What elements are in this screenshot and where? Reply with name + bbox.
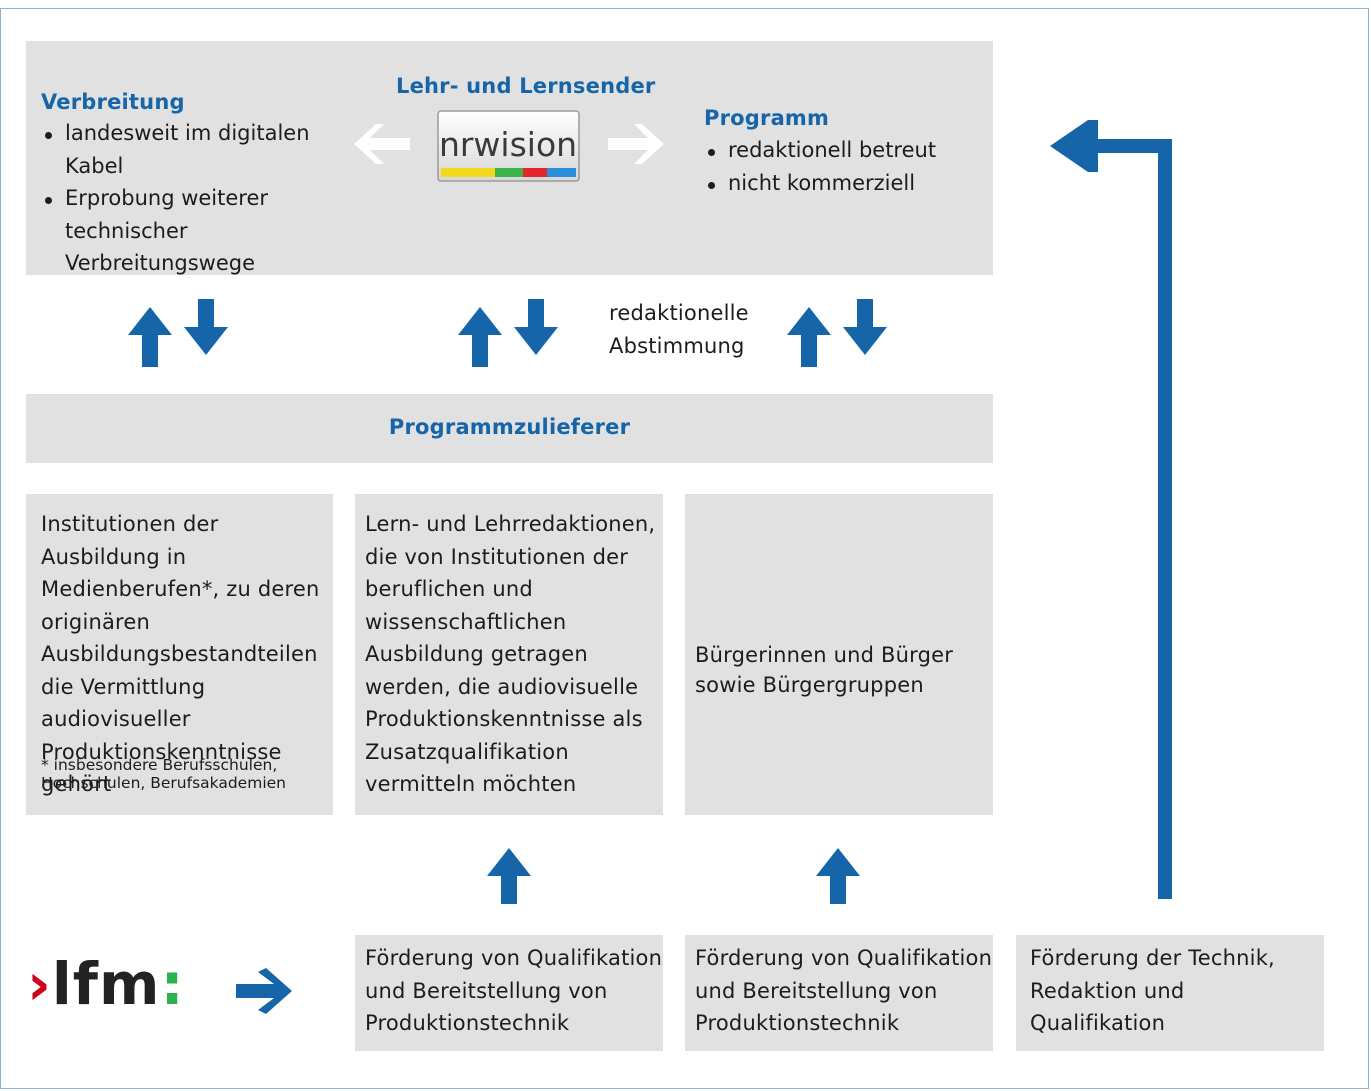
up-down-arrows-icon (458, 299, 558, 367)
programm-list: redaktionell betreut nicht kommerziell (704, 134, 984, 199)
up-down-arrows-icon (787, 299, 887, 367)
arrow-left-icon (354, 124, 410, 164)
supplier-text: Institutionen der Ausbildung in Medienbe… (41, 512, 320, 796)
supplier-box-lehrredaktionen (355, 494, 663, 815)
funding-text: Förderung von Qualifikation und Bereitst… (695, 946, 993, 1035)
programm-item: nicht kommerziell (704, 167, 984, 200)
supplier-text: Lern- und Lehrredaktionen, die von Insti… (365, 512, 656, 796)
up-down-arrows-icon (128, 299, 228, 367)
programm-item: redaktionell betreut (704, 134, 984, 167)
funding-box (355, 935, 663, 1051)
funding-box (685, 935, 993, 1051)
arrow-up-icon (487, 848, 531, 904)
supplier-box-institutions (26, 494, 333, 815)
programmzulieferer-bar (26, 394, 993, 463)
return-arrow-icon (1050, 120, 1172, 899)
svg-text:nrwision: nrwision (439, 125, 577, 164)
programmzulieferer-title: Programmzulieferer (388, 415, 631, 439)
verbreitung-title: Verbreitung (41, 90, 185, 114)
supplier-text: Bürgerinnen und Bürger sowie Bürgergrupp… (695, 643, 954, 697)
arrow-right-icon (608, 124, 664, 164)
lehrsender-title: Lehr- und Lernsender (396, 74, 656, 98)
verbreitung-list: landesweit im digitalen Kabel Erprobung … (41, 117, 351, 280)
verbreitung-item: Erprobung weiterer technischer Verbreitu… (41, 182, 351, 280)
arrow-up-icon (816, 848, 860, 904)
lfm-logo: ›lfm: (27, 950, 185, 1018)
supplier-box-buerger (685, 494, 993, 815)
supplier-footnote: * insbesondere Berufsschulen, Hochschule… (41, 756, 286, 792)
verbreitung-item: landesweit im digitalen Kabel (41, 117, 351, 182)
diagram-frame (0, 8, 1369, 1089)
funding-text: Förderung der Technik, Redaktion und Qua… (1030, 946, 1275, 1035)
arrow-right-icon (236, 968, 292, 1014)
coordination-label: redaktionelle Abstimmung (609, 301, 749, 358)
funding-text: Förderung von Qualifikation und Bereitst… (365, 946, 663, 1035)
nrwision-logo: nrwision (437, 110, 580, 182)
programm-title: Programm (704, 106, 830, 130)
funding-box (1016, 935, 1324, 1051)
